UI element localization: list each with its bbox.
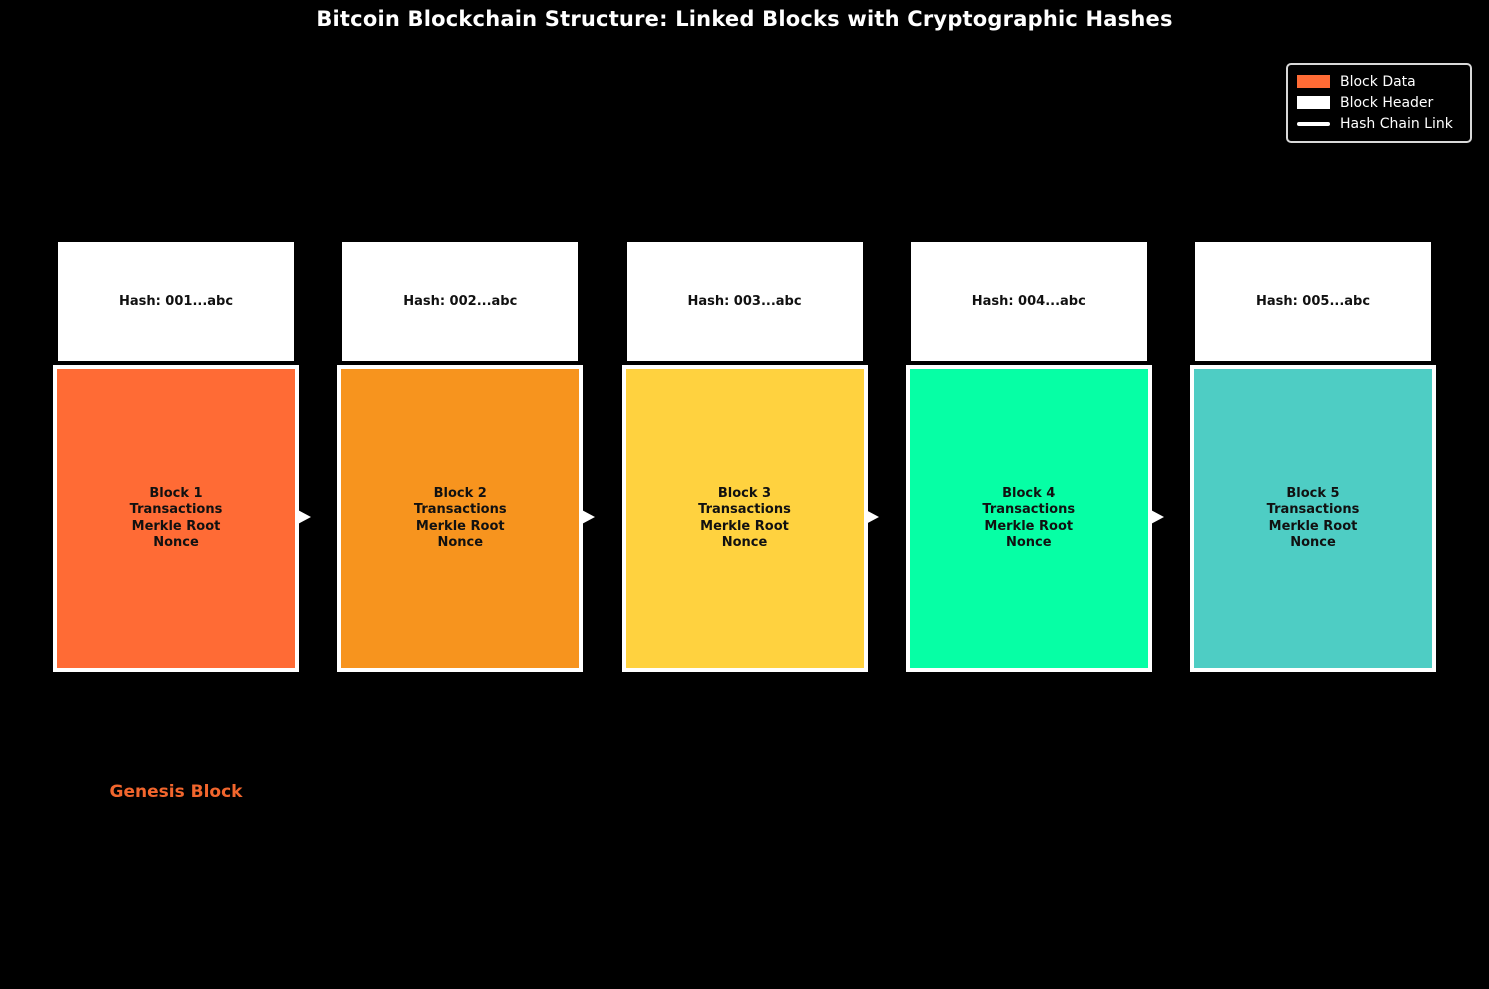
block-1-hash-label: Hash: 001...abc [118, 294, 234, 309]
legend-label: Block Header [1340, 94, 1434, 111]
genesis-block-label: Genesis Block [109, 782, 243, 802]
block-title: Block 2 [433, 485, 487, 501]
block-line: Nonce [1005, 535, 1052, 550]
block-2-header: Hash: 002...abc [342, 242, 579, 361]
legend-label: Hash Chain Link [1340, 116, 1453, 133]
block-title: Block 4 [1002, 485, 1056, 501]
block-2-body-text: Block 2 Transactions Merkle Root Nonce [414, 486, 507, 552]
block-line: Merkle Root [700, 518, 789, 534]
block-4-hash-label: Hash: 004...abc [971, 294, 1086, 309]
block-2-data: Block 2 Transactions Merkle Root Nonce [337, 365, 584, 672]
block-3-header: Hash: 003...abc [626, 242, 863, 361]
legend-item-hash-chain-link: Hash Chain Link [1297, 114, 1462, 135]
hash-chain-arrow-icon [864, 509, 879, 525]
block-4-body-text: Block 4 Transactions Merkle Root Nonce [982, 486, 1075, 552]
blocks-row: Hash: 001...abc Block 1 Transactions Mer… [53, 242, 1436, 672]
block-title: Block 3 [717, 485, 772, 501]
block-line: Transactions [698, 502, 791, 517]
block-line: Merkle Root [131, 518, 221, 534]
block-line: Transactions [413, 502, 507, 517]
block-5: Hash: 005...abc Block 5 Transactions Mer… [1190, 242, 1436, 672]
block-1: Hash: 001...abc Block 1 Transactions Mer… [53, 242, 299, 672]
block-title: Block 5 [1286, 485, 1340, 501]
block-line: Transactions [129, 502, 223, 517]
block-1-data: Block 1 Transactions Merkle Root Nonce [53, 365, 299, 672]
block-5-header: Hash: 005...abc [1195, 242, 1431, 361]
block-1-header: Hash: 001...abc [58, 242, 294, 361]
block-5-data: Block 5 Transactions Merkle Root Nonce [1190, 365, 1436, 672]
block-line: Nonce [1290, 535, 1336, 550]
hash-chain-arrow-icon [296, 509, 311, 525]
legend-item-block-data: Block Data [1297, 71, 1462, 92]
block-line: Merkle Root [415, 518, 505, 534]
block-title: Block 1 [149, 485, 203, 501]
hash-chain-arrow-icon [1149, 509, 1164, 525]
block-2-hash-label: Hash: 002...abc [403, 294, 518, 309]
block-5-hash-label: Hash: 005...abc [1255, 294, 1371, 309]
block-5-body-text: Block 5 Transactions Merkle Root Nonce [1267, 486, 1360, 552]
block-line: Transactions [1266, 502, 1360, 517]
block-data-swatch-icon [1297, 75, 1330, 89]
hash-chain-arrow-icon [580, 509, 595, 525]
hash-chain-link-swatch-icon [1297, 122, 1330, 127]
block-4-data: Block 4 Transactions Merkle Root Nonce [905, 365, 1152, 672]
block-line: Nonce [437, 535, 484, 550]
block-4-header: Hash: 004...abc [910, 242, 1147, 361]
block-3-data: Block 3 Transactions Merkle Root Nonce [621, 365, 868, 672]
legend-label: Block Data [1340, 73, 1416, 90]
diagram-title: Bitcoin Blockchain Structure: Linked Blo… [316, 7, 1173, 31]
block-1-body-text: Block 1 Transactions Merkle Root Nonce [130, 486, 223, 552]
block-line: Transactions [982, 502, 1076, 517]
block-3-hash-label: Hash: 003...abc [687, 294, 802, 309]
block-header-swatch-icon [1297, 96, 1330, 110]
block-4: Hash: 004...abc Block 4 Transactions Mer… [905, 242, 1152, 672]
block-3-body-text: Block 3 Transactions Merkle Root Nonce [698, 486, 791, 552]
block-line: Merkle Root [1268, 518, 1358, 534]
block-3: Hash: 003...abc Block 3 Transactions Mer… [621, 242, 868, 672]
block-line: Nonce [153, 535, 199, 550]
block-2: Hash: 002...abc Block 2 Transactions Mer… [337, 242, 584, 672]
block-line: Nonce [721, 535, 768, 550]
legend-item-block-header: Block Header [1297, 92, 1462, 113]
block-line: Merkle Root [984, 518, 1074, 534]
legend: Block Data Block Header Hash Chain Link [1286, 63, 1472, 143]
